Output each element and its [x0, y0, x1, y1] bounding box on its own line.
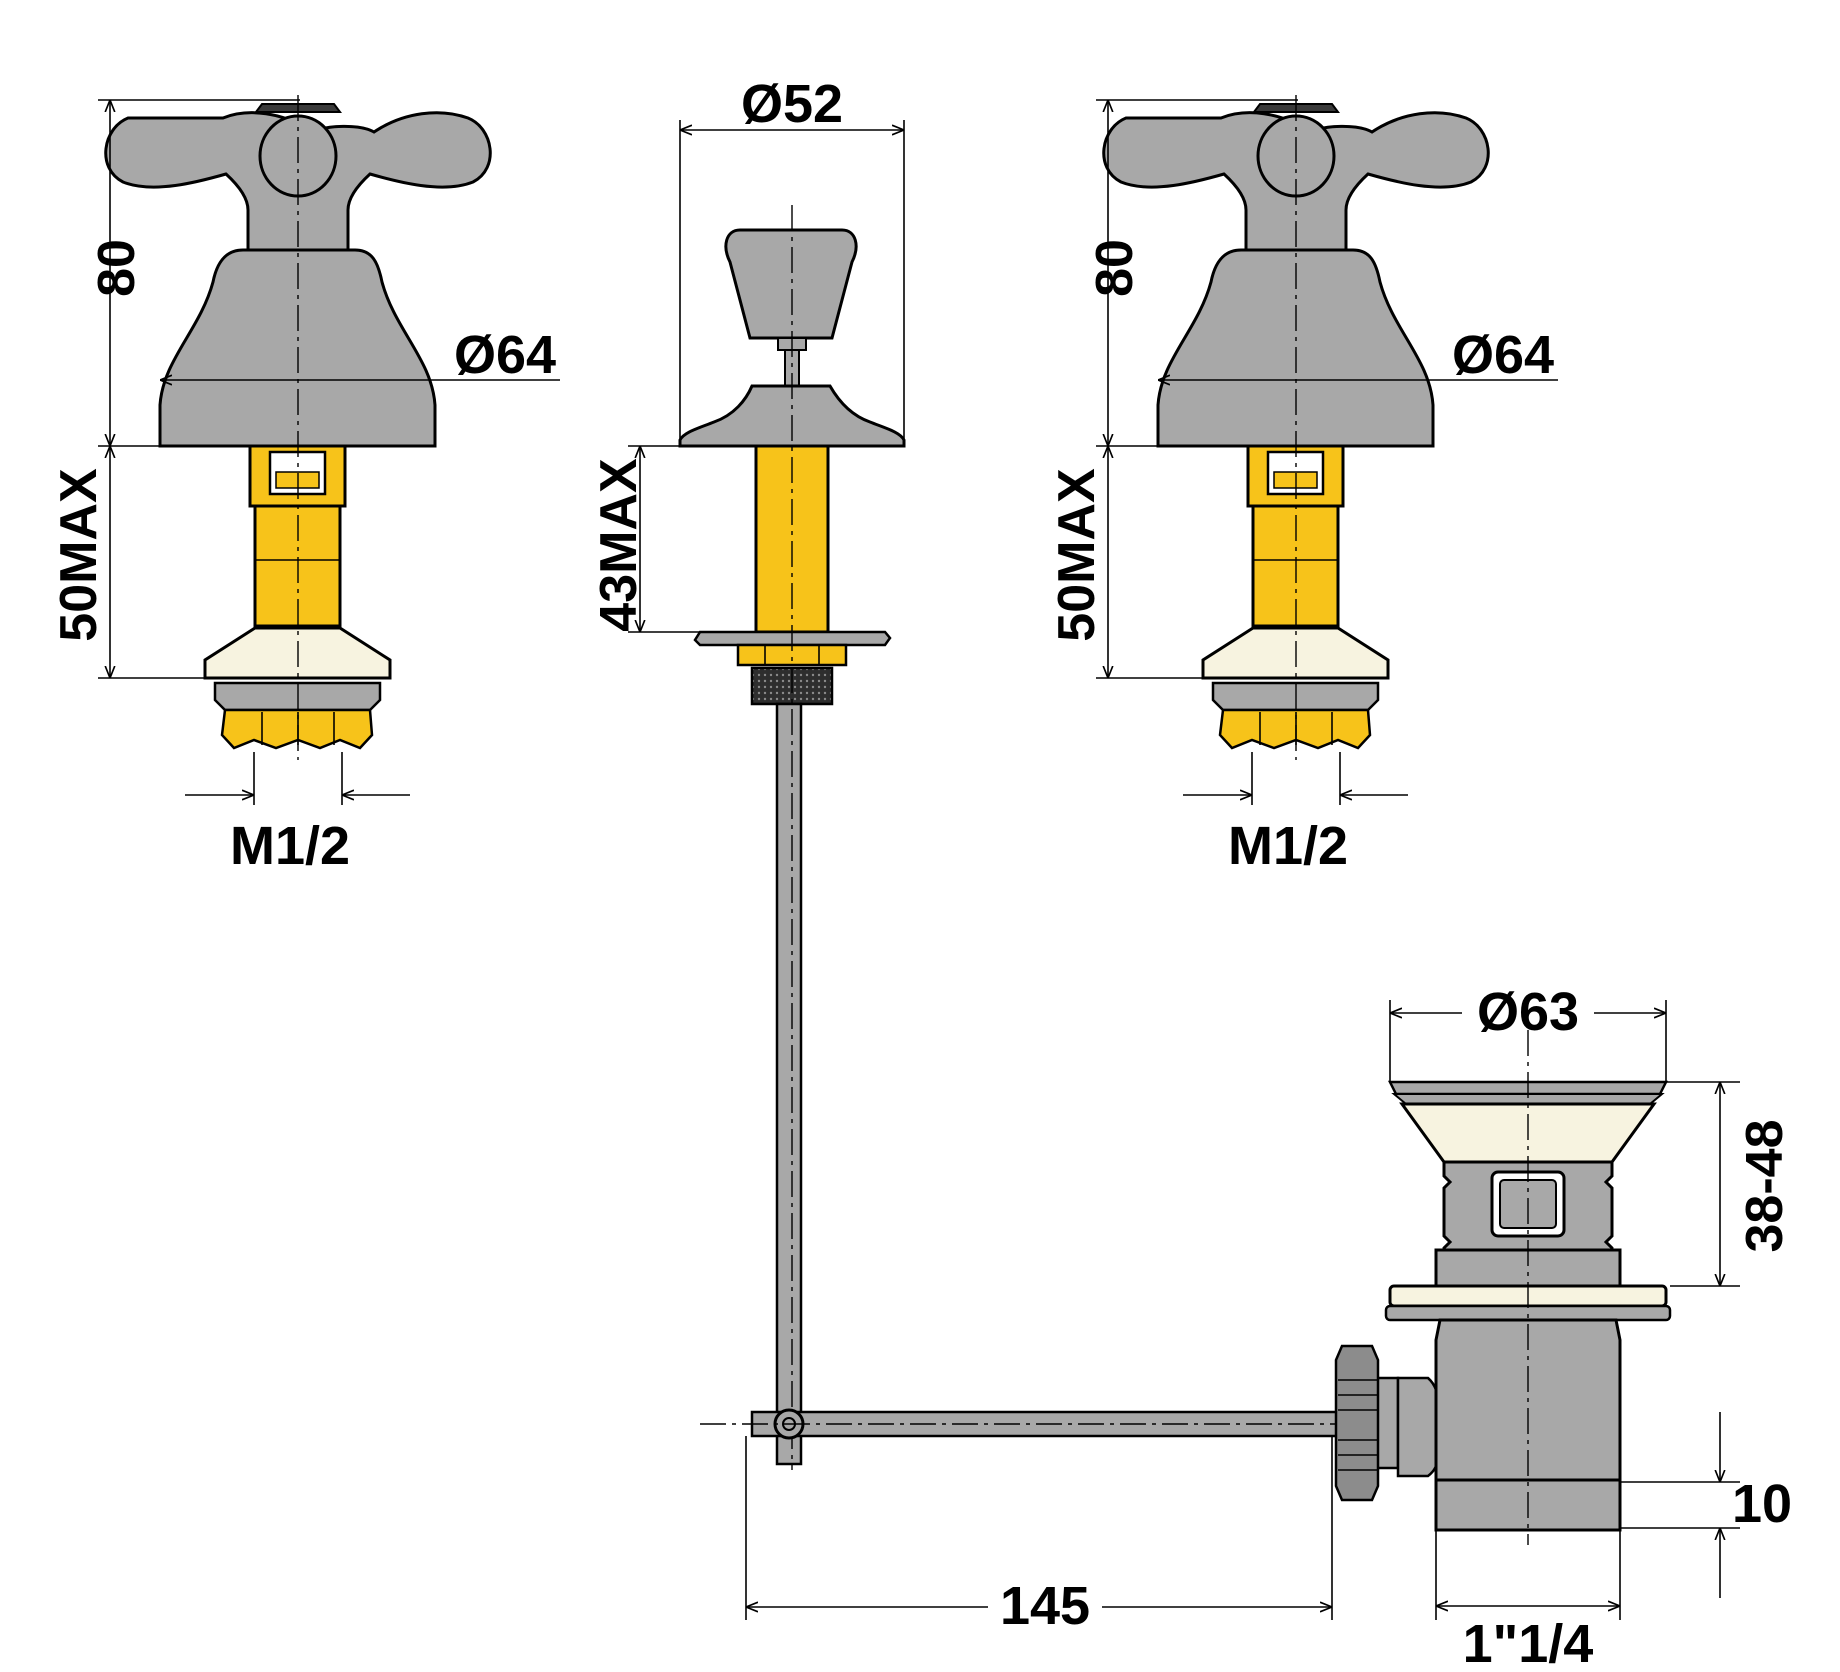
center-lever-diameter-label: Ø52 [741, 74, 843, 134]
left-tap-height-label: 80 [88, 239, 146, 297]
waste-height-label: 10 [1732, 1474, 1792, 1534]
right-tap-height-label: 80 [1086, 239, 1144, 297]
right-tap-drawing [1096, 93, 1558, 805]
right-tap-thread-label: M1/2 [1228, 816, 1348, 876]
waste-drawing [700, 1000, 1740, 1620]
left-tap-max-label: 50MAX [50, 468, 108, 642]
left-tap-thread-label: M1/2 [230, 816, 350, 876]
left-tap-drawing [98, 93, 560, 805]
center-lever-drawing [628, 120, 906, 1470]
waste-range-label: 38-48 [1736, 1120, 1794, 1253]
left-tap-diameter-label: Ø64 [454, 325, 556, 385]
center-lever-max-label: 43MAX [590, 458, 648, 632]
right-tap-diameter-label: Ø64 [1452, 325, 1554, 385]
waste-rod-length-label: 145 [1000, 1576, 1090, 1636]
waste-diameter-label: Ø63 [1477, 982, 1579, 1042]
right-tap-max-label: 50MAX [1048, 468, 1106, 642]
waste-thread-label: 1"1/4 [1463, 1614, 1594, 1672]
